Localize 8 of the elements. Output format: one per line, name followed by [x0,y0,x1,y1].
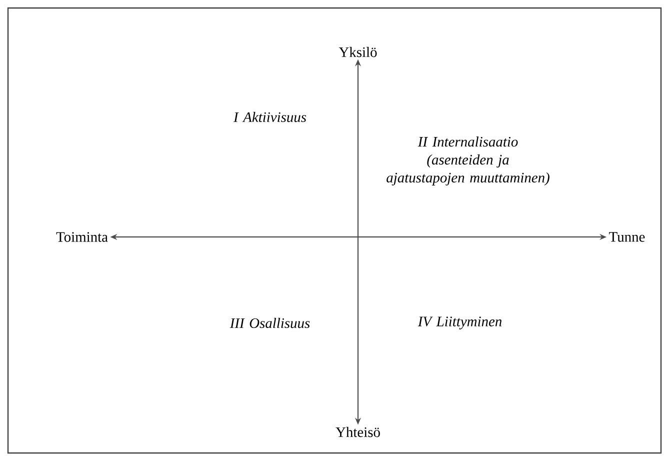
quadrant-label: III Osallisuus [230,318,310,328]
axis-label: Yksilö [338,46,377,58]
axis-label: Yhteisö [336,426,380,438]
quadrant-label: II Internalisaatio (asenteiden ja ajatustapojen muuttaminen) [386,136,550,186]
axis-label: Tunne [609,232,645,242]
quadrant-label: IV Liittyminen [418,316,502,330]
quadrant-label: I Aktiivisuus [233,112,306,122]
axis-label: Toiminta [56,232,108,242]
